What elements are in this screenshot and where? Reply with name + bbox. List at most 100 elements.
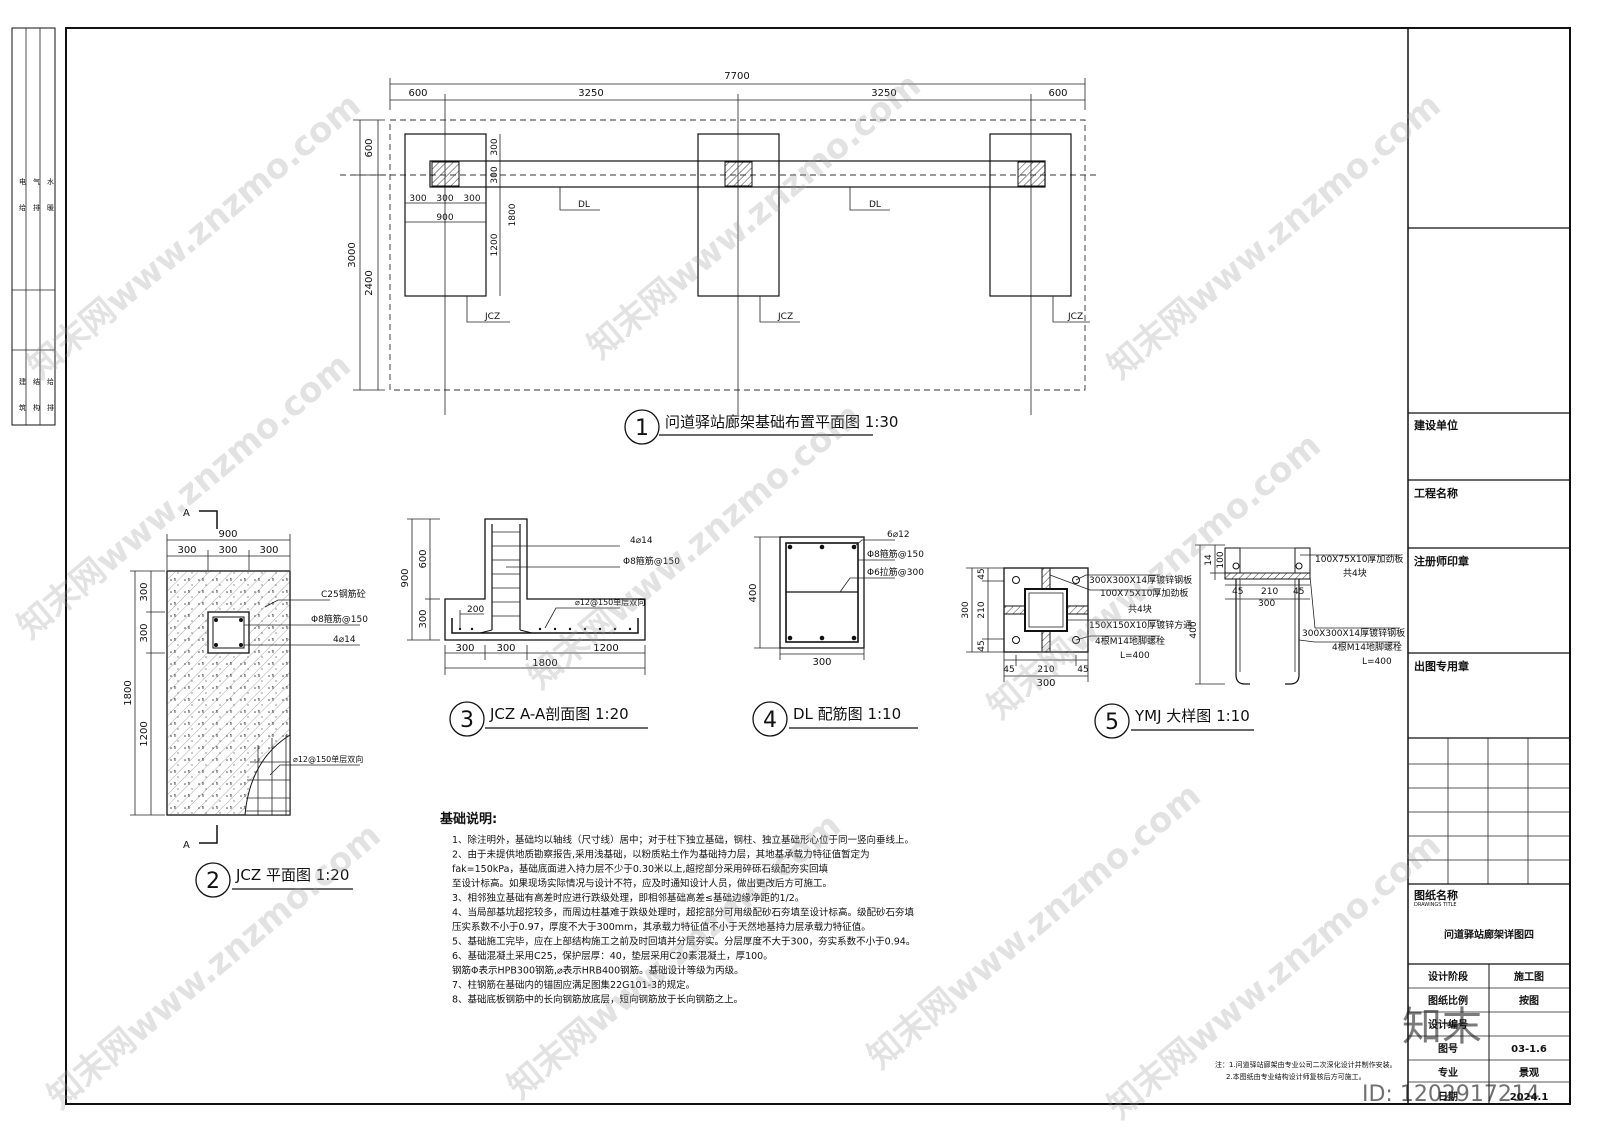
note-line: 8、基础底板钢筋中的长向钢筋放底层，短向钢筋放于长向钢筋之上。 (452, 994, 743, 1006)
dim-inner: 300 (463, 194, 480, 204)
dim: 1200 (139, 721, 150, 746)
label-jcz: JCZ (1067, 312, 1083, 322)
client-label: 建设单位 (1414, 418, 1458, 432)
dim: 210 (977, 601, 987, 618)
note-line: 3、相邻独立基础有高差时应进行跌级处理，即相邻基础高差≤基础边缘净距的1/2。 (452, 892, 804, 904)
dim: 300 (418, 609, 429, 628)
dim: 400 (748, 583, 759, 602)
dim: 14 (1204, 554, 1214, 566)
strip-char: 给 (47, 377, 54, 386)
dim: 300 (496, 643, 515, 654)
dim: 45 (1232, 587, 1243, 597)
callout: Φ8箍筋@150 (867, 548, 924, 560)
tb-row-label: 设计编号 (1428, 1018, 1468, 1031)
watermark-id: ID: 1202917214 (1362, 1082, 1540, 1107)
strip-char: 气 (33, 177, 40, 186)
callout: Φ6拉筋@300 (867, 566, 924, 578)
callout: L=400 (1362, 657, 1392, 667)
label-jcz: JCZ (777, 312, 793, 322)
tb-row-label: 日期 (1438, 1090, 1458, 1103)
dim: 900 (218, 529, 237, 540)
tb-row-value: 2024.1 (1510, 1092, 1549, 1103)
callout: 6⌀12 (887, 530, 910, 540)
callout: C25钢筋砼 (321, 588, 366, 600)
strip-char: 筑 (19, 403, 26, 412)
dim: 300 (961, 601, 971, 618)
watermark-text: 知末网www.znzmo.com (20, 85, 369, 387)
seal-label: 注册师印章 (1414, 554, 1469, 568)
tb-row-value: 按图 (1519, 994, 1539, 1007)
footnote: 注：1.问道驿站廊架由专业公司二次深化设计并制作安装。 (1215, 1060, 1397, 1069)
dim: 200 (467, 605, 484, 615)
dim: 300 (139, 623, 150, 642)
note-line: 至设计标高。如果现场实际情况与设计不符，应及时通知设计人员，做出更改后方可施工。 (452, 878, 832, 890)
callout: 4根M14地脚螺栓 (1095, 635, 1165, 647)
view-title: JCZ A-A剖面图 1:20 (489, 705, 629, 723)
note-line: 6、基础混凝土采用C25，保护层厚：40，垫层采用C20素混凝土，厚100。 (452, 950, 773, 962)
view-number: 4 (763, 708, 777, 733)
note-line: 2、由于未提供地质勘察报告,采用浅基础，以粉质粘土作为基础持力层，其地基承载力特… (452, 849, 870, 861)
title-block: 建设单位 工程名称 注册师印章 出图专用章 图纸名称 DRAWINGS TITL… (1408, 227, 1570, 1104)
callout: 共4块 (1343, 567, 1367, 579)
footnote: 2.本图纸由专业结构设计师复核后方可施工。 (1226, 1072, 1366, 1081)
strip-char: 排 (33, 203, 40, 212)
dim: 1200 (593, 643, 618, 654)
dim-seg: 3250 (871, 88, 896, 99)
callout: Φ8箍筋@150 (623, 555, 680, 567)
view-title: JCZ 平面图 1:20 (235, 866, 349, 884)
dim-inner: 300 (490, 166, 500, 183)
dim-inner: 1200 (490, 233, 500, 256)
drawing-title-en: DRAWINGS TITLE (1414, 902, 1457, 908)
note-line: 钢筋Φ表示HPB300钢筋,⌀表示HRB400钢筋。基础设计等级为丙级。 (452, 965, 744, 977)
callout: 4根M14地脚螺栓 (1332, 641, 1402, 653)
note-line: 压实系数不小于0.97，厚度不大于300mm，其承载力特征值不小于天然地基持力层… (452, 921, 871, 933)
dim: 45 (977, 568, 987, 579)
label-dl: DL (578, 200, 590, 210)
callout: 150X150X10厚镀锌方通 (1089, 619, 1192, 631)
dim-seg: 600 (408, 88, 427, 99)
dim: 300 (1258, 599, 1275, 609)
dim: 300 (259, 545, 278, 556)
view-number: 5 (1105, 710, 1119, 735)
watermark-text: 知末网www.znzmo.com (1100, 85, 1449, 387)
stamp-label: 出图专用章 (1414, 659, 1469, 673)
callout: 300X300X14厚镀锌钢板 (1302, 627, 1405, 639)
sheet-frame (11, 27, 1571, 1105)
strip-char: 建 (19, 377, 26, 386)
view-number: 1 (635, 416, 649, 441)
dim: 45 (1077, 665, 1088, 675)
dim-v: 600 (364, 138, 375, 157)
callout: 4⌀14 (333, 635, 356, 645)
dim-inner: 300 (490, 138, 500, 155)
ymj-detail-view: 45 210 45 300 300X300X14厚镀锌钢板 100X75X10厚… (961, 544, 1405, 739)
callout: Φ8箍筋@150 (311, 613, 368, 625)
callout: ⌀12@150单层双向 (575, 597, 645, 607)
view-title: YMJ 大样图 1:10 (1134, 707, 1250, 725)
strip-char: 构 (33, 403, 40, 412)
tb-row-value: 景观 (1519, 1067, 1539, 1079)
dim: 100 (1216, 551, 1226, 568)
dim-v: 3000 (347, 242, 358, 267)
dim: 400 (1189, 621, 1199, 638)
note-line: 1、除注明外，基础均以轴线（尺寸线）居中；对于柱下独立基础，钢柱、独立基础形心位… (452, 834, 914, 846)
watermark-text: 知末网www.znzmo.com (860, 775, 1209, 1077)
note-line: 7、柱钢筋在基础内的锚固应满足图集22G101-3的规定。 (452, 979, 695, 991)
callout: ⌀12@150单层双向 (293, 754, 363, 764)
footnotes: 注：1.问道驿站廊架由专业公司二次深化设计并制作安装。 2.本图纸由专业结构设计… (1215, 1060, 1397, 1081)
view-title: 问道驿站廊架基础布置平面图 1:30 (665, 413, 898, 431)
tb-row-label: 专业 (1438, 1066, 1458, 1079)
dim-inner: 300 (409, 194, 426, 204)
dim: 300 (177, 545, 196, 556)
dim: 600 (418, 549, 429, 568)
view-title: DL 配筋图 1:10 (793, 705, 901, 723)
tb-row-value: 03-1.6 (1511, 1044, 1547, 1055)
callout: 300X300X14厚镀锌钢板 (1089, 574, 1192, 586)
dim: 45 (1003, 665, 1014, 675)
dim: 45 (977, 640, 987, 651)
tb-row-label: 图号 (1438, 1043, 1458, 1055)
callout: 4⌀14 (630, 536, 653, 546)
dim: 300 (812, 657, 831, 668)
drawing-title: 问道驿站廊架详图四 (1444, 928, 1534, 941)
